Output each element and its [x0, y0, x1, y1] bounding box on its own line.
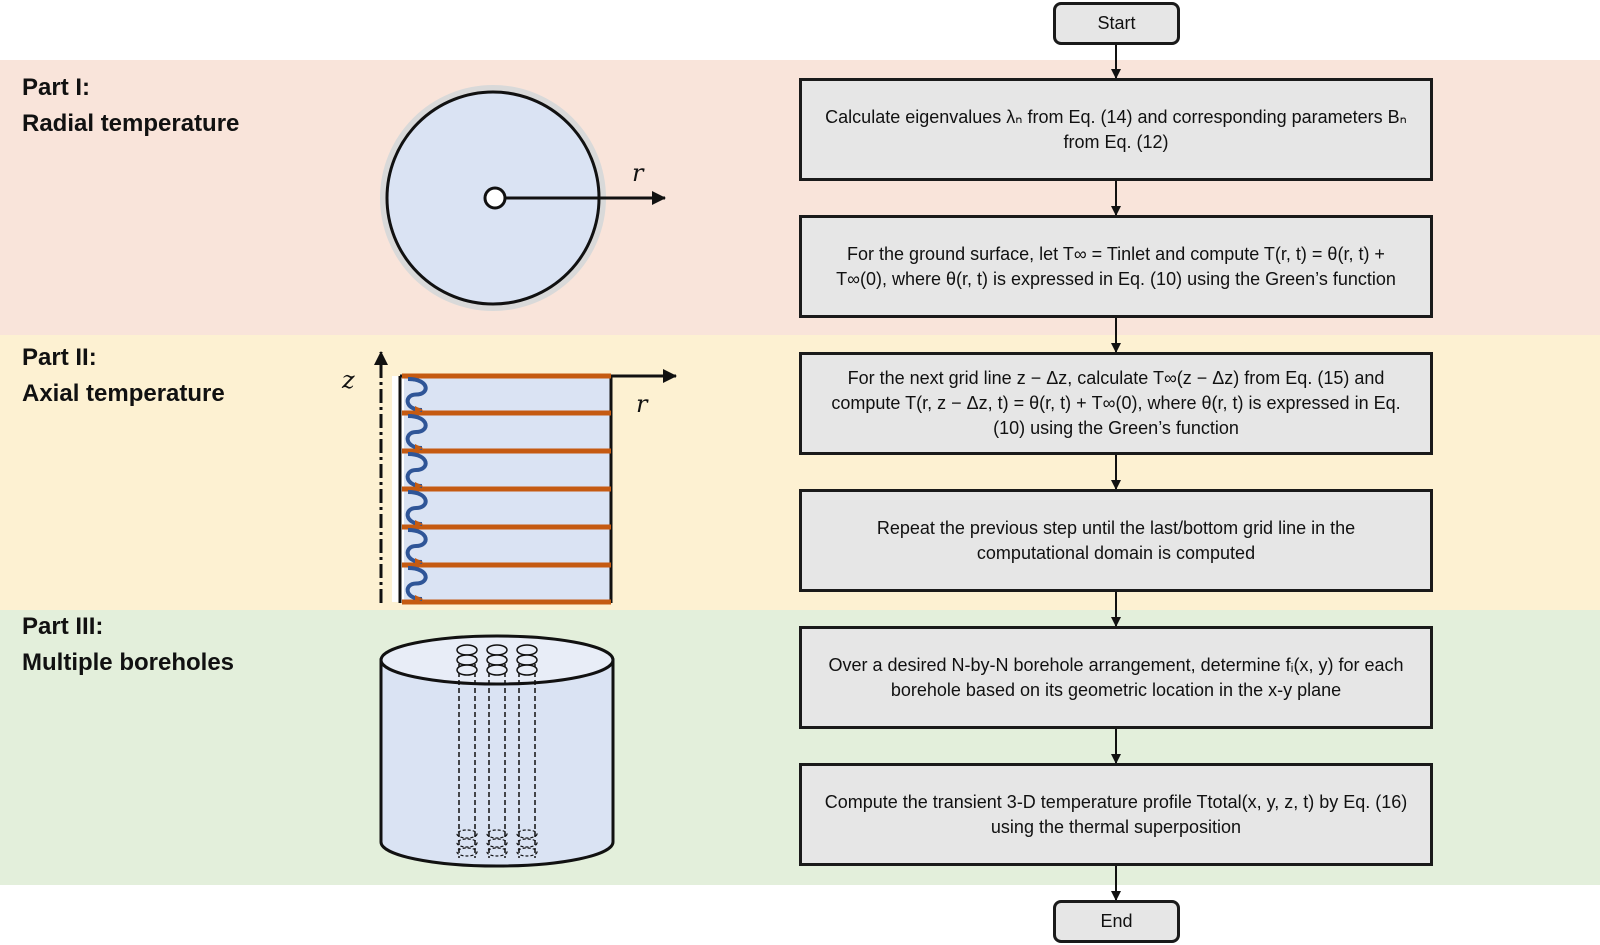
step-2-text: For the ground surface, let T∞ = Tinlet …	[836, 243, 1396, 289]
axial-spirals	[405, 377, 428, 603]
borehole-column	[516, 644, 538, 858]
borehole-column	[486, 644, 508, 858]
step-2-box: For the ground surface, let T∞ = Tinlet …	[799, 215, 1433, 318]
spiral-segment	[405, 566, 428, 603]
borehole-column	[456, 644, 478, 858]
step-5-text: Over a desired N-by-N borehole arrangeme…	[828, 654, 1404, 700]
spiral-segment	[405, 414, 428, 452]
step-1-box: Calculate eigenvalues λₙ from Eq. (14) a…	[799, 78, 1433, 181]
spiral-segment	[405, 452, 428, 490]
step-1-text: Calculate eigenvalues λₙ from Eq. (14) a…	[825, 106, 1407, 152]
axial-grid-lines	[402, 373, 611, 605]
boreholes-sketch	[379, 634, 615, 868]
step-4-text: Repeat the previous step until the last/…	[876, 517, 1356, 563]
step-6-box: Compute the transient 3-D temperature pr…	[799, 763, 1433, 866]
borehole-array	[456, 644, 538, 858]
radial-center	[483, 186, 507, 210]
part1-label: Part I: Radial temperature	[22, 70, 239, 142]
step-3-text: For the next grid line z − Δz, calculate…	[831, 368, 1401, 438]
end-box: End	[1053, 900, 1180, 943]
start-label: Start	[1097, 13, 1136, 33]
axial-z-label: z	[341, 366, 355, 394]
part3-subtitle: Multiple boreholes	[22, 649, 235, 676]
part3-label: Part III: Multiple boreholes	[22, 609, 234, 681]
start-box: Start	[1053, 2, 1180, 45]
part1-subtitle: Radial temperature	[22, 110, 240, 137]
spiral-segment	[405, 490, 428, 528]
cylinder-body	[379, 658, 615, 868]
part1-title: Part I:	[22, 74, 91, 101]
step-3-box: For the next grid line z − Δz, calculate…	[799, 352, 1433, 455]
part2-title: Part II:	[22, 344, 97, 371]
step-6-text: Compute the transient 3-D temperature pr…	[824, 791, 1408, 837]
spiral-segment	[405, 377, 428, 414]
spiral-segment	[405, 528, 428, 566]
axial-r-label: r	[636, 390, 649, 418]
axial-sketch: z r	[341, 351, 677, 605]
radial-sketch: r	[380, 85, 666, 311]
end-label: End	[1100, 911, 1133, 931]
step-5-box: Over a desired N-by-N borehole arrangeme…	[799, 626, 1433, 729]
part2-subtitle: Axial temperature	[22, 380, 225, 407]
part3-title: Part III:	[22, 613, 104, 640]
part2-label: Part II: Axial temperature	[22, 340, 225, 412]
step-4-box: Repeat the previous step until the last/…	[799, 489, 1433, 592]
radial-r-label: r	[632, 159, 645, 187]
